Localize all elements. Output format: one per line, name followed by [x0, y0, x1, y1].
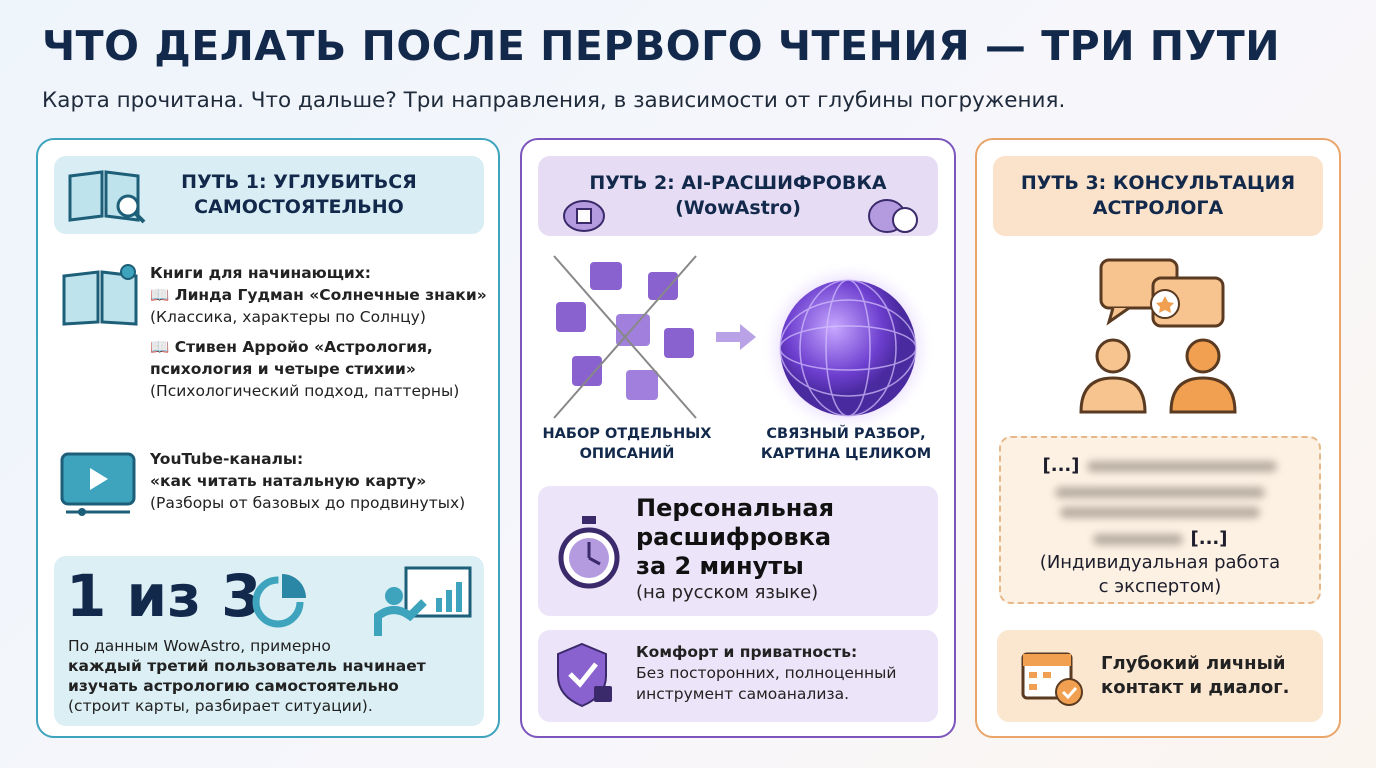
youtube-query: «как читать натальную карту» [150, 472, 427, 490]
arrow-right-icon [716, 324, 756, 350]
header-line: ПУТЬ 1: УГЛУБИТЬСЯ [181, 171, 417, 193]
title-line: за 2 минуты [636, 552, 804, 580]
whole-picture-label: СВЯЗНЫЙ РАЗБОР, КАРТИНА ЦЕЛИКОМ [746, 424, 946, 464]
header-line: САМОСТОЯТЕЛЬНО [194, 196, 404, 218]
fragments-label: НАБОР ОТДЕЛЬНЫХ ОПИСАНИЙ [532, 424, 722, 464]
consultation-people-icon [1079, 258, 1237, 414]
books-title: Книги для начинающих: [150, 264, 371, 282]
blurred-text [1060, 507, 1260, 518]
puzzle-sphere-icon [760, 260, 936, 436]
label-line: СВЯЗНЫЙ РАЗБОР, [766, 426, 926, 442]
ellipsis-end: [...] [1190, 528, 1228, 549]
book-1-note: (Классика, характеры по Солнцу) [150, 308, 426, 326]
label-line: НАБОР ОТДЕЛЬНЫХ [542, 426, 712, 442]
contact-box: Глубокий личный контакт и диалог. [997, 630, 1323, 722]
stat-box: 1 из 3 По данным WowAstro, примерно кажд… [54, 556, 484, 726]
privacy-line: Без посторонних, полноценный [636, 664, 897, 682]
header-line: АСТРОЛОГА [1092, 197, 1224, 219]
label-line: ОПИСАНИЙ [579, 446, 675, 462]
brain-chip-icon [563, 200, 605, 232]
blurred-text [1055, 487, 1265, 498]
ellipsis-start: [...] [1042, 455, 1080, 476]
page-subtitle: Карта прочитана. Что дальше? Три направл… [42, 88, 1066, 113]
pie-chart-icon [252, 574, 306, 628]
youtube-section: YouTube-каналы: «как читать натальную ка… [150, 448, 465, 514]
contact-line: Глубокий личный [1101, 653, 1286, 674]
video-player-icon [60, 452, 136, 516]
header-line: (WowAstro) [675, 197, 801, 219]
book-1-title: 📖 Линда Гудман «Солнечные знаки» [150, 286, 487, 304]
brain-clock-icon [868, 199, 918, 233]
privacy-text: Комфорт и приватность: Без посторонних, п… [636, 642, 897, 705]
contact-line: контакт и диалог. [1101, 677, 1290, 698]
books-section: Книги для начинающих: 📖 Линда Гудман «Со… [150, 262, 487, 402]
contact-text: Глубокий личный контакт и диалог. [1101, 652, 1289, 700]
blurred-text [1087, 460, 1278, 472]
calendar-check-icon [1021, 652, 1083, 706]
privacy-line: инструмент самоанализа. [636, 685, 850, 703]
title-line: расшифровка [636, 523, 832, 551]
path-3-header: ПУТЬ 3: КОНСУЛЬТАЦИЯ АСТРОЛОГА [993, 156, 1323, 236]
label-line: КАРТИНА ЦЕЛИКОМ [760, 446, 932, 462]
open-book-gear-icon [62, 264, 138, 326]
blurred-text [1092, 533, 1183, 545]
presentation-chart-icon [374, 566, 472, 636]
book-magnifier-icon [68, 170, 146, 224]
page-title: ЧТО ДЕЛАТЬ ПОСЛЕ ПЕРВОГО ЧТЕНИЯ — ТРИ ПУ… [42, 22, 1281, 70]
stat-value: 1 из 3 [66, 562, 262, 630]
title-line: Персональная [636, 494, 834, 522]
header-line: ПУТЬ 3: КОНСУЛЬТАЦИЯ [1020, 172, 1296, 194]
stat-line: (строит карты, разбирает ситуации). [68, 697, 373, 715]
path-1-card: ПУТЬ 1: УГЛУБИТЬСЯ САМОСТОЯТЕЛЬНО Книги … [36, 138, 500, 738]
privacy-title: Комфорт и приватность: [636, 643, 858, 661]
scattered-puzzle-icon [553, 255, 697, 419]
stat-line: каждый третий пользователь начинает [68, 657, 426, 675]
path-3-card: ПУТЬ 3: КОНСУЛЬТАЦИЯ АСТРОЛОГА [...] [..… [975, 138, 1341, 738]
youtube-title: YouTube-каналы: [150, 450, 304, 468]
expert-note-box: [...] [...] (Индивидуальная работа с экс… [999, 436, 1321, 604]
stat-line: изучать астрологию самостоятельно [68, 677, 399, 695]
privacy-box: Комфорт и приватность: Без посторонних, п… [538, 630, 938, 722]
header-line: ПУТЬ 2: AI-РАСШИФРОВКА [589, 172, 887, 194]
book-2-title-cont: психология и четыре стихии» [150, 360, 416, 378]
youtube-note: (Разборы от базовых до продвинутых) [150, 494, 466, 512]
path-2-card: ПУТЬ 2: AI-РАСШИФРОВКА (WowAstro) НАБОР … [520, 138, 956, 738]
stat-line: По данным WowAstro, примерно [68, 637, 331, 655]
note-line: (Индивидуальная работа [1039, 552, 1281, 573]
speed-note: (на русском языке) [636, 582, 819, 603]
note-line: с экспертом) [1098, 576, 1222, 597]
stopwatch-icon [558, 516, 620, 589]
shield-lock-icon [557, 642, 612, 708]
stat-description: По данным WowAstro, примерно каждый трет… [68, 636, 426, 716]
book-2-note: (Психологический подход, паттерны) [150, 382, 460, 400]
book-2-title: 📖 Стивен Арройо «Астрология, [150, 338, 433, 356]
